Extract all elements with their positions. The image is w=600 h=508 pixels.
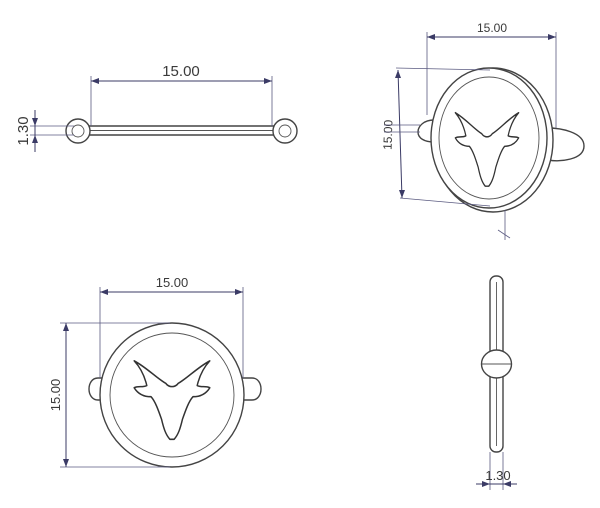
front-disc-inner-rim (109, 332, 235, 458)
iso-width-dimension-label: 15.00 (477, 21, 507, 35)
side-thickness-dimension-label: 1.30 (485, 468, 510, 483)
front-view: 15.00 15.00 (48, 275, 262, 468)
front-width-dimension-label: 15.00 (156, 275, 189, 290)
iso-right-loop (547, 127, 585, 162)
iso-height-dimension-label: 15.00 (380, 119, 395, 150)
left-loop (65, 118, 91, 144)
top-view: 15.00 1.30 (15, 63, 298, 152)
right-loop (272, 118, 298, 144)
front-height-dimension-label: 15.00 (48, 379, 63, 412)
iso-height-dimension-line (397, 69, 403, 199)
left-loop-hole (71, 124, 85, 138)
iso-disc-inner-rim (438, 76, 540, 200)
thickness-dimension-label: 1.30 (15, 116, 32, 145)
right-loop-hole (278, 124, 292, 138)
isometric-view: 15.00 15.00 (380, 21, 585, 240)
side-view: 1.30 (476, 275, 517, 490)
width-dimension-label: 15.00 (162, 63, 200, 80)
